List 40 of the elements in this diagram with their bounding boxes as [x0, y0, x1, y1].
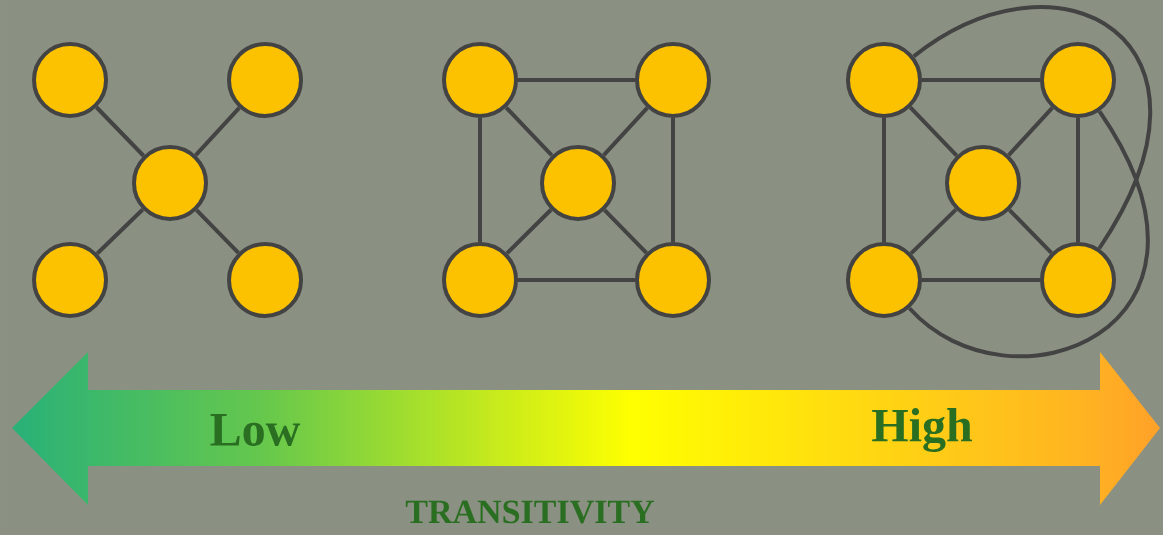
graph-node — [540, 145, 616, 221]
edge-line — [95, 208, 145, 255]
scale-label: Low — [210, 414, 301, 446]
graph-node — [846, 242, 922, 318]
edge-line — [922, 278, 1040, 282]
edge-line — [912, 6, 1153, 250]
edge-line — [1007, 106, 1054, 157]
edge-line — [922, 78, 1040, 82]
edge-line — [671, 118, 675, 242]
graph-node — [32, 242, 108, 318]
graph-node — [1040, 42, 1116, 118]
graph-node — [442, 42, 518, 118]
graph-node — [32, 42, 108, 118]
edge-line — [602, 106, 649, 157]
edge-line — [908, 106, 959, 157]
edge-line — [95, 105, 145, 158]
graph-node — [945, 145, 1021, 221]
edge-line — [603, 208, 648, 255]
scale-label: High — [872, 408, 972, 452]
edge-line — [478, 118, 482, 242]
graph-node — [442, 242, 518, 318]
graph-node — [132, 145, 208, 221]
edge-line — [518, 78, 635, 82]
edge-line — [882, 118, 886, 242]
edge-line — [1076, 118, 1080, 242]
edge-line — [908, 110, 1150, 358]
edge-line — [518, 278, 635, 282]
scale-label: TRANSITIVITY — [405, 500, 654, 524]
edge-line — [195, 208, 240, 255]
graph-node — [1040, 242, 1116, 318]
edge-line — [194, 106, 241, 157]
graph-node — [635, 242, 711, 318]
graph-node — [227, 242, 303, 318]
graph-node — [635, 42, 711, 118]
edge-line — [909, 208, 958, 255]
edge-line — [504, 106, 554, 157]
edge-line — [505, 208, 553, 255]
graph-node — [846, 42, 922, 118]
edge-line — [1008, 208, 1053, 255]
graph-node — [227, 42, 303, 118]
